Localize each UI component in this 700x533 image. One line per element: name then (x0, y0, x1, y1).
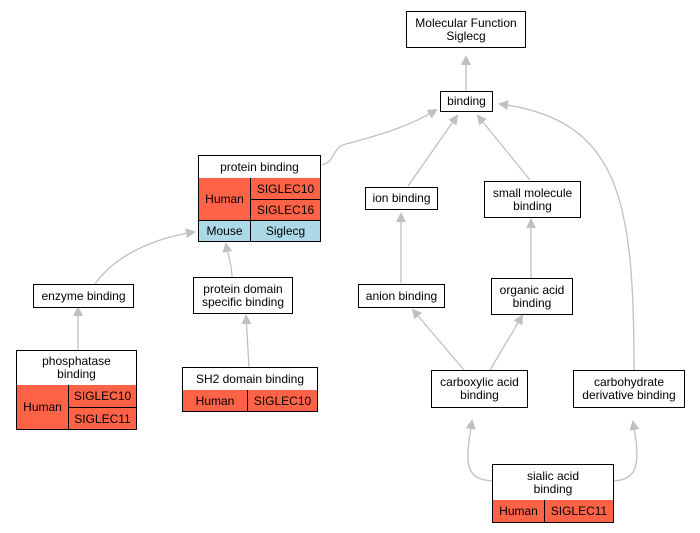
gene-label: SIGLEC11 (550, 504, 608, 518)
node-header: phosphatase binding (17, 351, 136, 386)
node-organic-acid-binding[interactable]: organic acid binding (491, 278, 573, 315)
edge-carbohydrate-to-binding (498, 100, 635, 371)
species-human: Human (17, 385, 68, 429)
edge-ion-binding-to-binding (407, 114, 459, 187)
node-label: protein domain specific binding (201, 281, 285, 309)
node-small-molecule-binding[interactable]: small molecule binding (484, 181, 581, 218)
node-label: small molecule binding (492, 185, 573, 213)
gene-label: SIGLEC10 (256, 181, 315, 196)
node-label: enzyme binding (41, 288, 126, 303)
gene-cell: SIGLEC10 (250, 178, 320, 199)
node-carboxylic-acid-binding[interactable]: carboxylic acid binding (431, 370, 528, 408)
node-label: carboxylic acid binding (440, 375, 519, 402)
node-binding[interactable]: binding (440, 91, 493, 112)
edge-small-molecule-binding-to-binding (476, 114, 531, 181)
gene-cell: SIGLEC11 (68, 407, 136, 429)
gene-cell: SIGLEC16 (250, 199, 320, 220)
node-header: sialic acid binding (493, 465, 613, 501)
node-carbohydrate-derivative-binding[interactable]: carbohydrate derivative binding (573, 370, 685, 408)
node-protein-domain-specific-binding[interactable]: protein domain specific binding (193, 277, 293, 314)
node-label: binding (447, 94, 486, 108)
node-label: carbohydrate derivative binding (582, 375, 676, 402)
node-label: organic acid binding (499, 282, 565, 310)
node-label: SH2 domain binding (195, 371, 305, 386)
gene-cell: SIGLEC10 (68, 385, 136, 407)
gene-cell: Siglecg (250, 220, 320, 241)
gene-label: SIGLEC16 (256, 203, 315, 217)
edge-domain-specific-to-protein-binding (222, 242, 233, 278)
gene-label: SIGLEC10 (253, 393, 312, 408)
species-label: Human (499, 504, 538, 518)
edge-sialic-to-carboxylic (465, 419, 495, 482)
node-header: protein binding (199, 156, 320, 179)
species-label: Human (23, 400, 62, 414)
edge-carboxylic-to-organic-acid (489, 314, 524, 371)
gene-label: Siglecg (265, 224, 306, 238)
node-label: phosphatase binding (42, 354, 111, 381)
node-label: ion binding (372, 191, 431, 205)
edge-sh2-to-domain-specific (241, 314, 252, 368)
node-sh2-domain-binding[interactable]: SH2 domain binding Human SIGLEC10 (182, 367, 318, 412)
gene-label: SIGLEC11 (74, 411, 131, 426)
species-mouse: Mouse (199, 220, 250, 241)
node-label: protein binding (220, 159, 299, 174)
species-label: Human (205, 192, 244, 206)
node-ion-binding[interactable]: ion binding (365, 187, 438, 210)
gene-label: SIGLEC10 (73, 389, 132, 403)
species-human: Human (199, 178, 250, 220)
edge-protein-binding-to-binding (321, 108, 438, 166)
edge-enzyme-binding-to-protein-binding (94, 228, 196, 285)
node-label: Molecular Function Siglecg (415, 15, 517, 43)
gene-cell: SIGLEC11 (544, 500, 613, 522)
species-human: Human (493, 500, 544, 522)
gene-cell: SIGLEC10 (247, 390, 317, 411)
species-human: Human (183, 390, 247, 411)
node-header: SH2 domain binding (183, 368, 317, 391)
node-enzyme-binding[interactable]: enzyme binding (33, 284, 134, 308)
edge-sialic-to-carbohydrate (612, 420, 640, 482)
node-protein-binding[interactable]: protein binding Human SIGLEC10 SIGLEC16 … (198, 155, 321, 242)
species-label: Mouse (206, 224, 243, 238)
node-anion-binding[interactable]: anion binding (358, 284, 445, 308)
species-label: Human (195, 393, 235, 408)
edge-carboxylic-to-anion-binding (411, 308, 465, 371)
node-phosphatase-binding[interactable]: phosphatase binding Human SIGLEC10 SIGLE… (16, 350, 137, 430)
node-sialic-acid-binding[interactable]: sialic acid binding Human SIGLEC11 (492, 464, 614, 523)
node-molecular-function[interactable]: Molecular Function Siglecg (406, 11, 526, 48)
node-label: anion binding (365, 288, 438, 303)
node-label: sialic acid binding (526, 468, 580, 496)
